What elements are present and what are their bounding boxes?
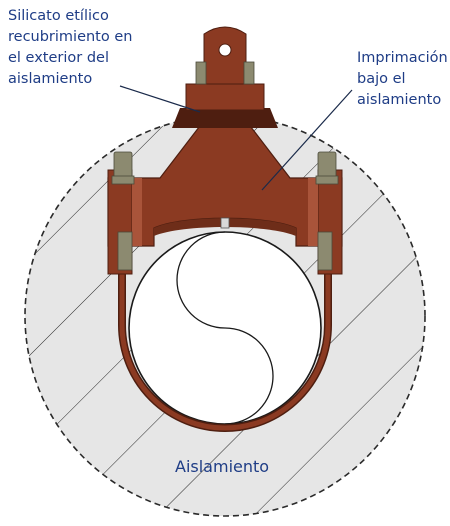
coating-outside-label: Silicato etílico recubrimiento en el ext… [8, 8, 133, 87]
pipe-strap [118, 262, 332, 432]
bolt-group [111, 61, 339, 271]
leader-line-primer [261, 89, 353, 191]
primer-under-label: Imprimación bajo el aislamiento [357, 50, 448, 108]
insulation-label: Aislamiento [175, 457, 270, 476]
clamp-body [107, 26, 343, 275]
pipe-bore [128, 231, 322, 425]
leader-line-coating [119, 85, 201, 113]
